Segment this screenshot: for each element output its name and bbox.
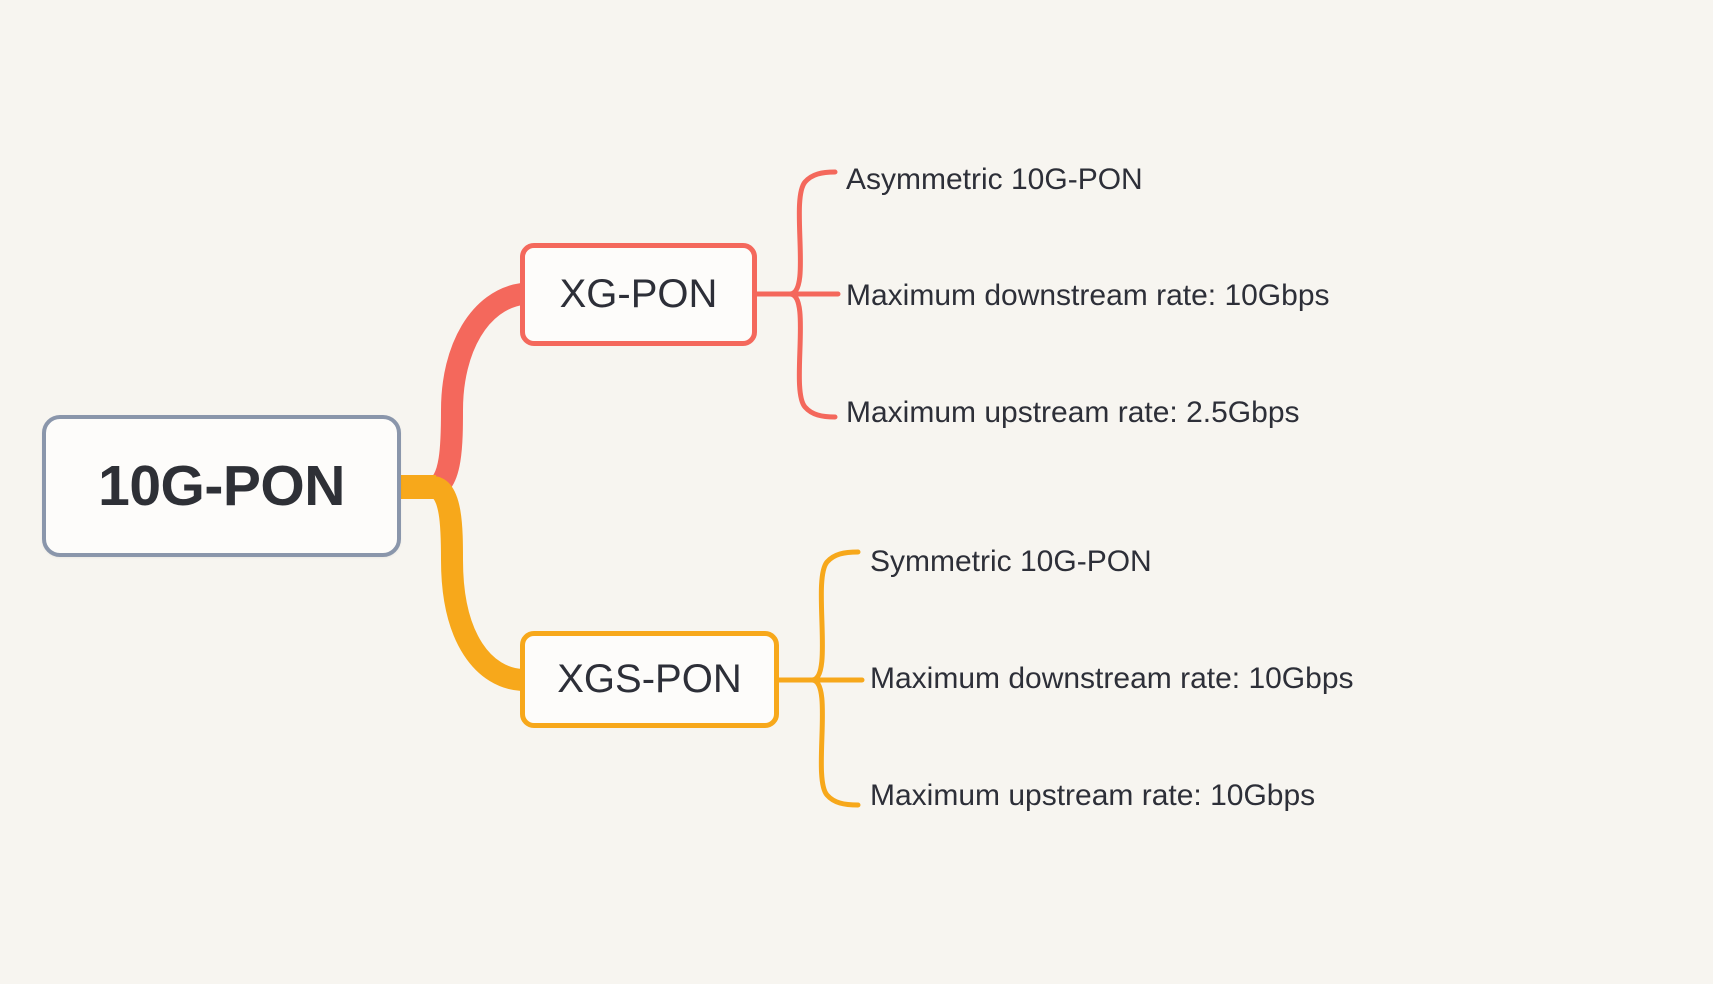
node-root-label: 10G-PON [98, 454, 345, 518]
leaf-xgs-pon-3[interactable]: Maximum upstream rate: 10Gbps [870, 779, 1316, 812]
node-xgs-pon-label: XGS-PON [557, 657, 742, 701]
xg-pon-link-1 [787, 169, 838, 297]
node-xg-pon[interactable]: XG-PON [520, 243, 757, 346]
xgs-pon-link-1 [809, 549, 861, 683]
leaf-xg-pon-3[interactable]: Maximum upstream rate: 2.5Gbps [846, 396, 1300, 429]
node-xg-pon-label: XG-PON [559, 272, 718, 316]
xg-pon-link-3 [787, 291, 838, 420]
leaf-xgs-pon-2[interactable]: Maximum downstream rate: 10Gbps [870, 662, 1354, 695]
node-root[interactable]: 10G-PON [42, 415, 401, 557]
leaf-xgs-pon-1[interactable]: Symmetric 10G-PON [870, 545, 1152, 578]
leaf-xg-pon-1[interactable]: Asymmetric 10G-PON [846, 163, 1143, 196]
trunk-xg-pon [390, 283, 533, 498]
node-xgs-pon[interactable]: XGS-PON [520, 631, 779, 728]
trunk-xgs-pon [390, 476, 533, 691]
leaf-xg-pon-2[interactable]: Maximum downstream rate: 10Gbps [846, 279, 1330, 312]
xgs-pon-link-3 [809, 677, 861, 808]
